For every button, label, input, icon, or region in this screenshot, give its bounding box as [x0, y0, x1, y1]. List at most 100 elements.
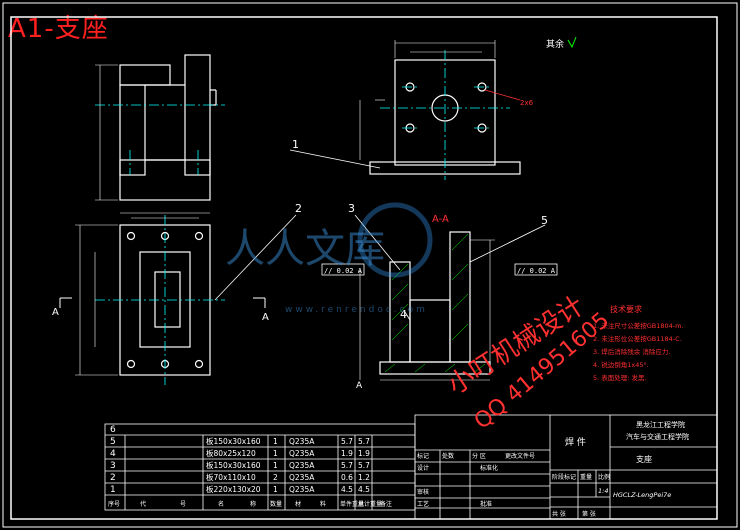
- parts-cell-w1: 5.7: [341, 437, 353, 446]
- parts-header-cell: 代: [140, 500, 146, 508]
- watermark-url: www.renrendoc.com: [285, 305, 428, 315]
- tb-scale-label: 比例: [598, 473, 610, 481]
- tb-scale: 1:4: [598, 487, 608, 495]
- surface-finish-symbol: [567, 36, 577, 49]
- parts-cell-qty: 1: [273, 437, 278, 446]
- parts-header-cell: 料: [320, 500, 326, 508]
- side-view-dims: [95, 64, 118, 201]
- tb-dept: 汽车与交通工程学院: [626, 432, 689, 441]
- section-arrow-left: [59, 297, 72, 308]
- parts-cell-w2: 5.7: [358, 437, 370, 446]
- frame-inner: [10, 16, 718, 520]
- front-view-centerlines: [380, 50, 510, 180]
- tolerance-text-1: // 0.02 A: [324, 267, 363, 275]
- watermark-brand: 人人文库: [225, 226, 385, 272]
- parts-header-cell: 数量: [270, 500, 282, 508]
- plan-view-centerlines: [95, 215, 225, 385]
- parts-cell-w1: 1.9: [341, 449, 353, 458]
- plan-view-dims: [75, 212, 210, 376]
- tb-qty-label: 处数: [442, 452, 454, 460]
- parts-list: [104, 423, 416, 511]
- parts-header-cell: 单件重量: [340, 500, 364, 508]
- parts-cell-qty: 1: [273, 485, 278, 494]
- balloon-1: 1: [292, 138, 299, 151]
- parts-cell-qty: 1: [273, 461, 278, 470]
- front-view-red-note: 2x6: [520, 99, 534, 107]
- balloon-5: 5: [541, 214, 548, 227]
- drawing-title: A1-支座: [8, 14, 109, 44]
- parts-cell-w1: 4.5: [341, 485, 353, 494]
- parts-header-cell: 总计重量: [358, 500, 382, 508]
- datum-a: A: [356, 381, 363, 391]
- parts-cell-no: 6: [110, 425, 116, 435]
- section-title: A-A: [432, 214, 449, 225]
- section-hatching: [384, 233, 486, 373]
- section-arrow-right: [253, 297, 266, 308]
- tech-req-item-5: 5. 表面处理: 发黑.: [593, 373, 647, 382]
- parts-header-cell: 称: [250, 500, 256, 508]
- balloon-4: 4: [400, 308, 407, 321]
- parts-cell-no: 4: [110, 449, 116, 459]
- tolerance-frame-2: [514, 263, 558, 276]
- parts-cell-no: 3: [110, 461, 116, 471]
- section-view: [379, 231, 491, 375]
- tb-process-label: 工艺: [417, 500, 429, 508]
- parts-cell-mat: Q235A: [289, 485, 315, 494]
- side-view: [119, 54, 217, 201]
- parts-cell-name: 板70x110x10: [206, 472, 256, 482]
- tb-approve-label: 批准: [480, 500, 492, 508]
- parts-cell-w2: 1.9: [358, 449, 370, 458]
- tech-req-item-3: 3. 焊后消除残余 消除应力.: [593, 347, 670, 356]
- tb-review-label: 审核: [417, 488, 429, 496]
- parts-cell-no: 5: [110, 437, 116, 447]
- tb-drawing-name: 支座: [636, 454, 652, 464]
- surface-finish-label: 其余: [546, 38, 564, 50]
- parts-header-cell: 序号: [108, 500, 120, 508]
- leader-lines: [214, 149, 546, 321]
- tb-change-label: 更改文件号: [505, 452, 535, 460]
- tb-design-label: 设计: [417, 464, 429, 472]
- title-block: [414, 414, 718, 520]
- tb-sheet-label: 第 张: [582, 510, 596, 518]
- balloon-2: 2: [295, 202, 302, 215]
- parts-cell-name: 板80x25x120: [206, 448, 256, 458]
- tolerance-frame-1: [321, 263, 365, 276]
- tb-weight-label: 重量: [580, 473, 592, 481]
- tb-code: HGCLZ-LengPei7e: [613, 491, 671, 499]
- parts-header-cell: 材: [295, 500, 301, 508]
- parts-cell-no: 1: [110, 485, 116, 495]
- parts-cell-name: 板150x30x160: [206, 460, 261, 470]
- tech-req-item-4: 4. 锐边倒角1x45°.: [593, 360, 649, 369]
- parts-cell-mat: Q235A: [289, 461, 315, 470]
- parts-header-cell: 名: [218, 500, 224, 508]
- tolerance-text-2: // 0.02 A: [517, 267, 556, 275]
- tb-sheets-label: 共 张: [552, 510, 566, 518]
- parts-header-cell: 号: [180, 501, 186, 508]
- balloon-3: 3: [348, 202, 355, 215]
- parts-header-cell: 备注: [380, 500, 392, 508]
- parts-cell-w1: 5.7: [341, 461, 353, 470]
- watermark-logo: [357, 202, 433, 278]
- parts-cell-name: 板220x130x20: [206, 484, 261, 494]
- front-view-dims: [359, 40, 496, 160]
- tb-part-cell: 焊 件: [565, 436, 586, 448]
- parts-cell-qty: 1: [273, 449, 278, 458]
- tb-school: 黑龙江工程学院: [636, 420, 685, 429]
- tb-zone-label: 分 区: [472, 452, 486, 460]
- parts-cell-w2: 1.2: [358, 473, 370, 482]
- tb-std-label: 标准化: [480, 464, 498, 472]
- parts-cell-w2: 5.7: [358, 461, 370, 470]
- section-dims: [359, 239, 495, 381]
- tb-stage-label: 阶段标记: [552, 473, 576, 481]
- section-mark-left: A: [52, 307, 59, 318]
- section-mark-right: A: [262, 312, 269, 323]
- parts-cell-mat: Q235A: [289, 437, 315, 446]
- parts-cell-mat: Q235A: [289, 449, 315, 458]
- tech-req-item-1: 1. 未注尺寸公差按GB1804-m.: [593, 321, 684, 330]
- parts-cell-no: 2: [110, 473, 116, 483]
- parts-cell-mat: Q235A: [289, 473, 315, 482]
- parts-cell-w2: 4.5: [358, 485, 370, 494]
